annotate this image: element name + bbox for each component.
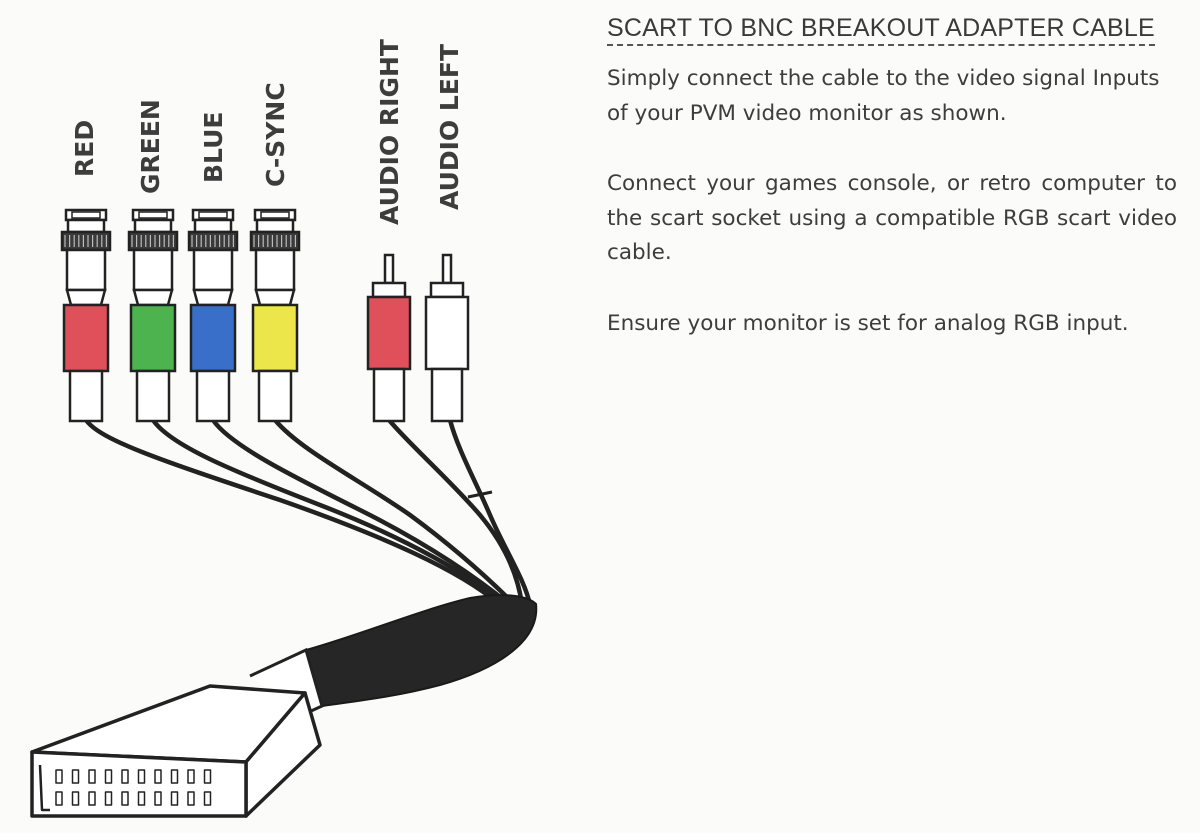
rca-pin [441,253,453,285]
scart-pin [104,791,113,806]
wire-blue [210,417,513,608]
scart-pin [203,791,212,806]
panel-title: SCART TO BNC BREAKOUT ADAPTER CABLE [607,14,1155,46]
bnc-color-band [129,303,177,373]
scart-pin [170,769,179,784]
bnc-body [254,248,296,292]
scart-plug-bevel [38,764,50,812]
bnc-color-band [251,303,299,373]
scart-pin [55,791,63,806]
scart-pin [104,769,113,784]
scart-pin [121,791,129,806]
instruction-paragraph-1: Simply connect the cable to the video si… [607,66,1160,126]
wire-audio-left [447,417,533,608]
bnc-bayonet [255,218,295,234]
bnc-color-band [189,303,237,373]
scart-pin [137,769,146,784]
cable-diagram: RED GREEN BLUE C-SYNC AUDIO RIGHT AUDIO … [0,0,590,833]
bnc-taper [132,288,174,307]
rca-pin [383,253,395,285]
bnc-connector-red [60,208,112,423]
bnc-tail [135,369,171,423]
scart-pin [154,791,162,806]
scart-pin [137,791,146,806]
rca-tail [430,367,464,423]
bnc-cap-inner [71,211,101,219]
scart-pin [55,769,63,784]
bnc-cap-inner [138,211,168,219]
bnc-bayonet [193,218,233,234]
rca-connector-audio-left [424,253,470,423]
rca-shell [371,281,407,299]
bnc-color-band [62,303,110,373]
scart-pin [88,791,96,806]
bnc-cap-inner [198,211,228,219]
cable-sleeve [304,594,538,708]
scart-pin [170,791,179,806]
wire-red [83,417,503,608]
bnc-connector-blue [187,208,239,423]
instruction-paragraph-2: Connect your games console, or retro com… [607,171,1177,265]
wire-csync [272,417,518,608]
rca-body [366,295,412,371]
scart-plug-icon [30,684,322,818]
wire-green [150,417,508,608]
rca-tail [372,367,406,423]
scart-pin [203,769,212,784]
bnc-tail [195,369,231,423]
scart-pin [71,769,80,784]
scart-pin [88,769,96,784]
bnc-connector-csync [249,208,301,423]
instruction-paragraph-3: Ensure your monitor is set for analog RG… [607,310,1129,336]
bnc-tail [257,369,293,423]
instructions-panel: SCART TO BNC BREAKOUT ADAPTER CABLE Simp… [607,14,1177,341]
scart-plug-front [30,750,248,818]
bnc-body [192,248,234,292]
bnc-bayonet [66,218,106,234]
scart-pins [55,769,212,806]
rca-connector-audio-right [366,253,412,423]
bnc-connector-green [127,208,179,423]
bnc-body [65,248,107,292]
bnc-taper [65,288,107,307]
rca-shell [429,281,465,299]
bnc-cap-inner [260,211,290,219]
bnc-tail [68,369,104,423]
wire-tie [467,490,493,499]
scart-pin [121,769,129,784]
bnc-bayonet [133,218,173,234]
wire-audio-right [386,417,525,608]
bnc-body [132,248,174,292]
scart-pin [154,769,162,784]
cable-drawing [30,208,538,818]
rca-body [424,295,470,371]
bnc-taper [254,288,296,307]
wires [83,417,533,608]
bnc-taper [192,288,234,307]
scart-pin [71,791,80,806]
scart-pin [187,769,195,784]
scart-pin [187,791,195,806]
